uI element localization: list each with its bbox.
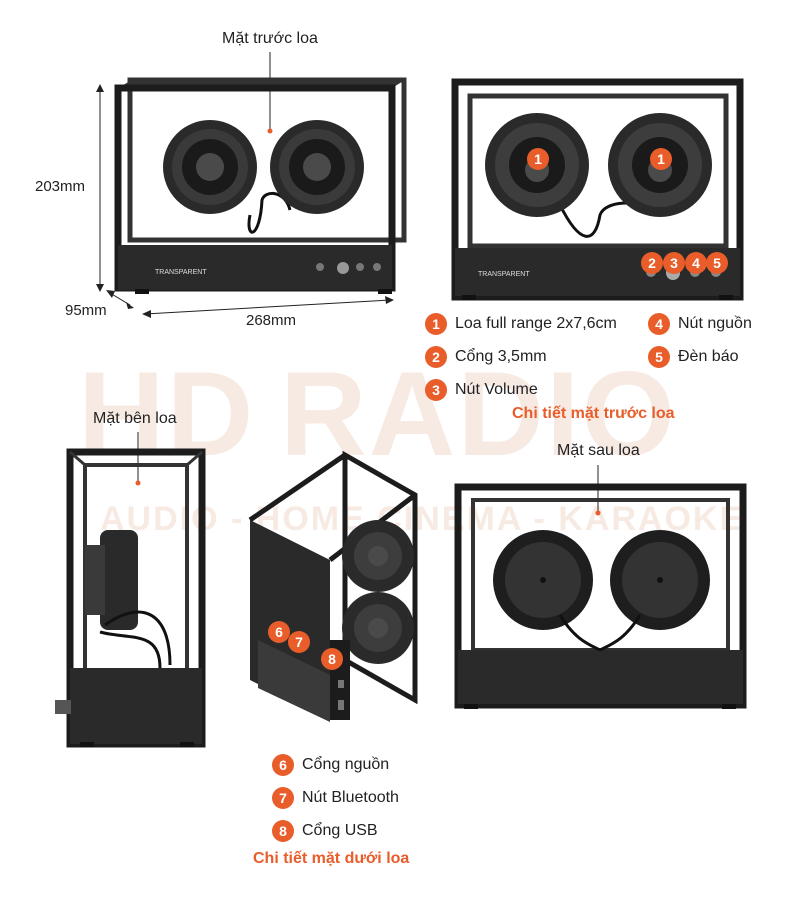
- legend-badge: 2: [425, 346, 447, 368]
- marker-4: 4: [685, 252, 707, 274]
- legend-badge: 1: [425, 313, 447, 335]
- legend-item-6: 6 Cổng nguồn: [272, 754, 389, 776]
- height-dimension-label: 203mm: [35, 178, 86, 195]
- legend-text: Nút Bluetooth: [302, 789, 399, 806]
- depth-dimension-label: 95mm: [65, 302, 107, 319]
- marker-1-left: 1: [527, 148, 549, 170]
- legend-item-8: 8 Cổng USB: [272, 820, 378, 842]
- front-view-illustration: TRANSPARENT: [96, 52, 407, 318]
- front-speaker-left: [163, 120, 257, 214]
- legend-text: Nút nguồn: [678, 315, 752, 332]
- legend-item-3: 3 Nút Volume: [425, 379, 538, 401]
- legend-item-7: 7 Nút Bluetooth: [272, 787, 399, 809]
- legend-text: Đèn báo: [678, 348, 739, 365]
- legend-item-2: 2 Cổng 3,5mm: [425, 346, 547, 368]
- front-brand-print: TRANSPARENT: [155, 269, 207, 276]
- bottom-view-illustration: [248, 450, 418, 722]
- back-view-caption: Mặt sau loa: [557, 442, 640, 459]
- legend-badge: 4: [648, 313, 670, 335]
- front-view-caption: Mặt trước loa: [222, 30, 318, 47]
- bottom-detail-title: Chi tiết mặt dưới loa: [253, 850, 410, 867]
- legend-badge: 7: [272, 787, 294, 809]
- marker-2: 2: [641, 252, 663, 274]
- back-view-illustration: [454, 465, 747, 709]
- marker-6: 6: [268, 621, 290, 643]
- marker-7: 7: [288, 631, 310, 653]
- legend-badge: 5: [648, 346, 670, 368]
- side-view-caption: Mặt bên loa: [93, 410, 177, 427]
- bottom-speaker-top: [342, 520, 414, 592]
- back-speaker-left: [493, 530, 593, 630]
- watermark-hd: HD: [78, 347, 256, 481]
- watermark-tagline: AUDIO - HOME CINEMA - KARAOKE: [100, 500, 745, 538]
- legend-badge: 6: [272, 754, 294, 776]
- legend-text: Cổng USB: [302, 822, 378, 839]
- legend-text: Nút Volume: [455, 381, 538, 398]
- marker-5: 5: [706, 252, 728, 274]
- marker-1-right: 1: [650, 148, 672, 170]
- bottom-speaker-bottom: [342, 592, 414, 664]
- legend-item-5: 5 Đèn báo: [648, 346, 739, 368]
- legend-text: Cổng 3,5mm: [455, 348, 547, 365]
- legend-text: Cổng nguồn: [302, 756, 390, 773]
- front-detail-illustration: TRANSPARENT: [451, 78, 744, 301]
- legend-badge: 8: [272, 820, 294, 842]
- front-detail-title: Chi tiết mặt trước loa: [512, 405, 675, 422]
- legend-text: Loa full range 2x7,6cm: [455, 315, 617, 332]
- side-view-illustration: [55, 432, 206, 748]
- detail-brand-print: TRANSPARENT: [478, 271, 530, 278]
- legend-item-1: 1 Loa full range 2x7,6cm: [425, 313, 617, 335]
- width-dimension-label: 268mm: [246, 312, 297, 329]
- marker-8: 8: [321, 648, 343, 670]
- front-speaker-right: [270, 120, 364, 214]
- marker-3: 3: [663, 252, 685, 274]
- legend-item-4: 4 Nút nguồn: [648, 313, 752, 335]
- back-speaker-right: [610, 530, 710, 630]
- legend-badge: 3: [425, 379, 447, 401]
